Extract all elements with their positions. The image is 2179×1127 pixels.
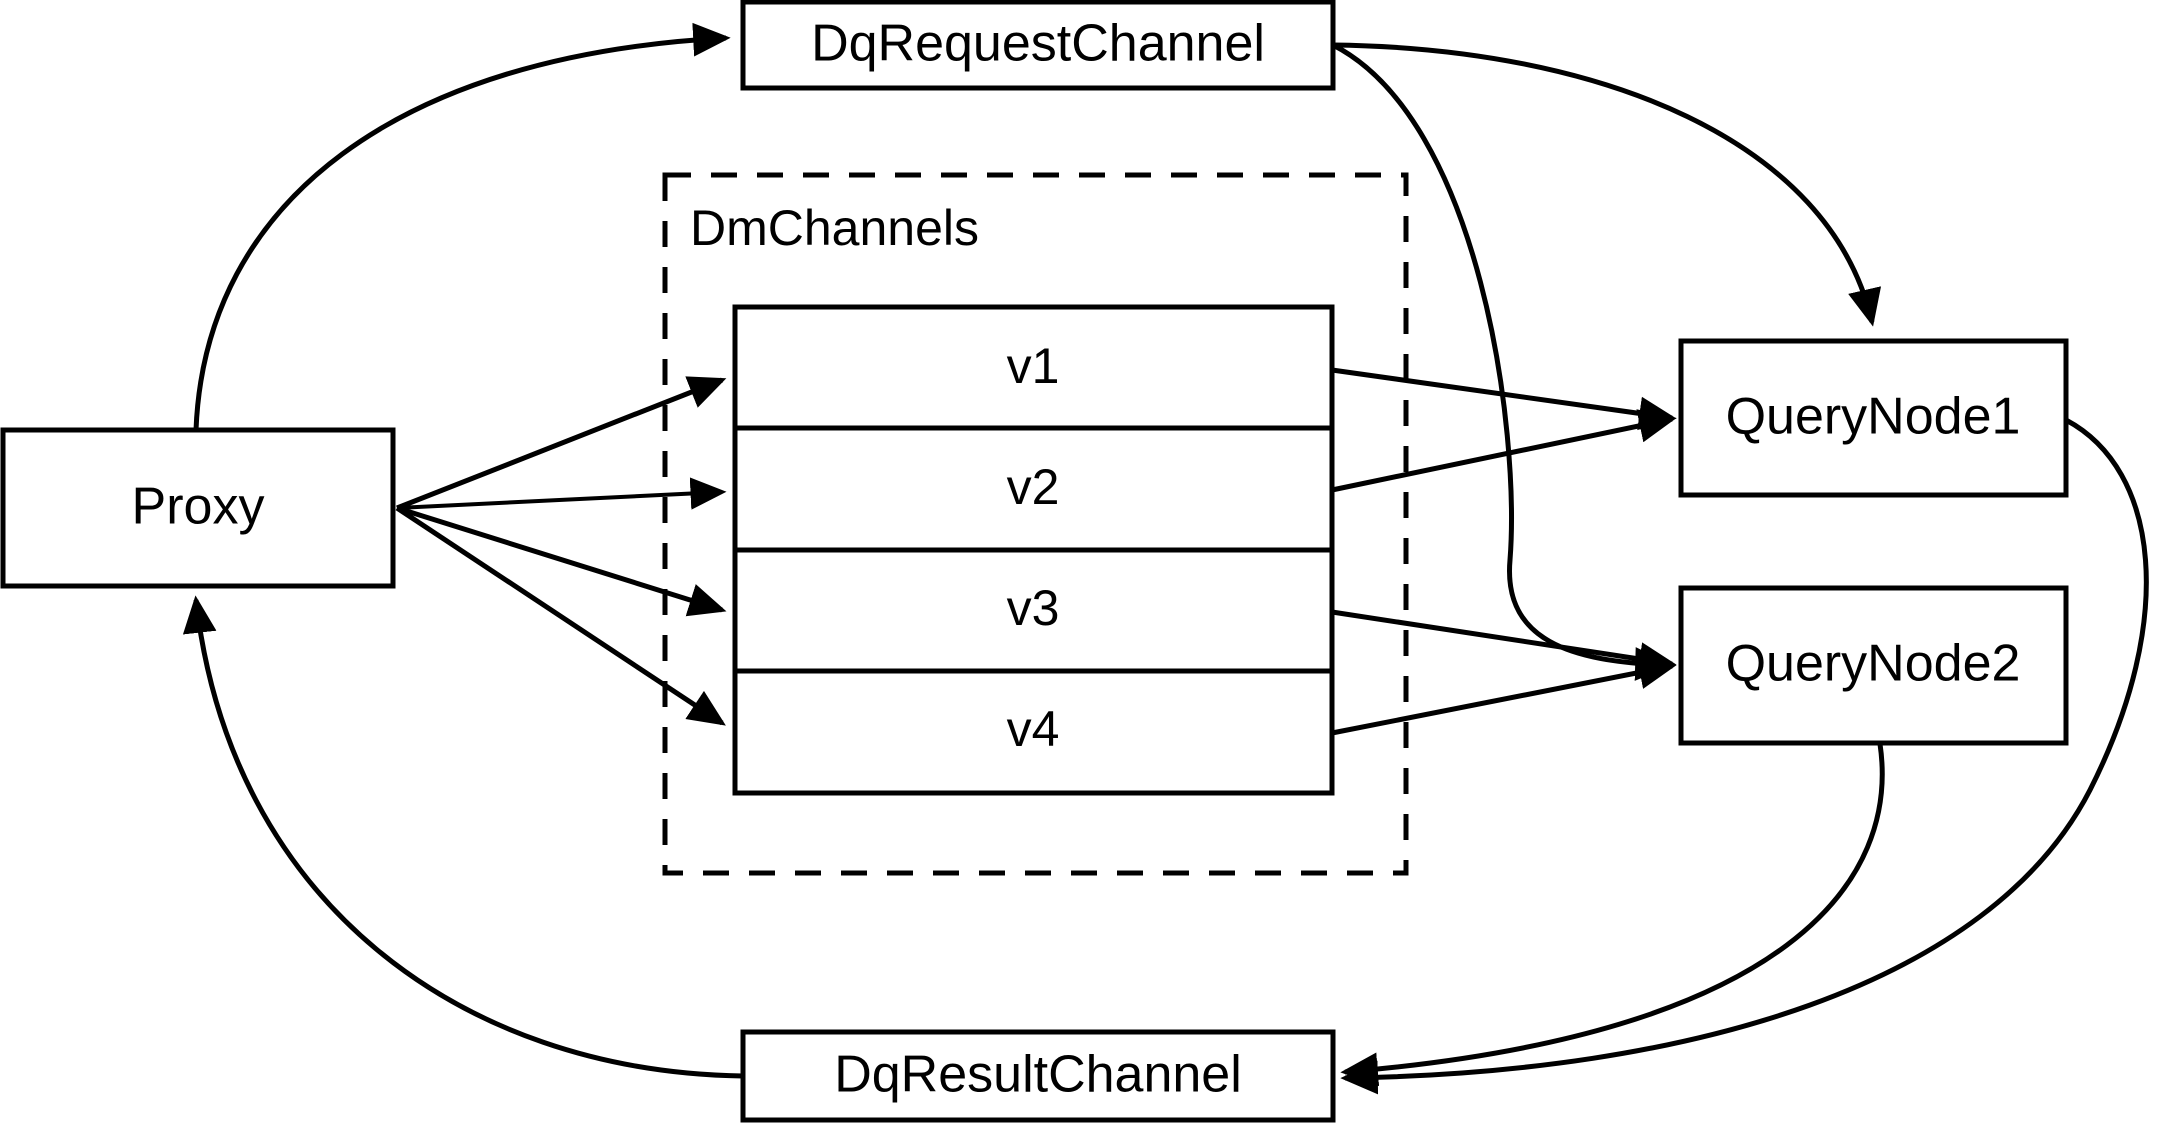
dmchannel-row-v1[interactable]: v1 xyxy=(1007,338,1060,394)
node-querynode1[interactable] xyxy=(1678,338,2069,498)
node-dqresultchannel[interactable] xyxy=(740,1029,1336,1123)
edge-v2-to-querynode1 xyxy=(1331,409,1677,493)
node-querynode2[interactable] xyxy=(1678,585,2069,746)
dmchannel-row-v2[interactable]: v2 xyxy=(1007,459,1060,515)
edge-proxy-to-v3 xyxy=(396,505,727,617)
edge-v1-to-querynode1 xyxy=(1331,367,1677,431)
node-dqresultchannel-label: DqResultChannel xyxy=(834,1046,1242,1104)
edge-dqresultchannel-to-proxy xyxy=(182,595,744,1079)
node-querynode2-label: QueryNode2 xyxy=(1726,635,2021,693)
node-querynode1-label: QueryNode1 xyxy=(1726,388,2021,446)
edge-proxy-to-v4 xyxy=(395,505,726,726)
edge-v3-to-querynode2 xyxy=(1331,609,1677,676)
dmchannel-row-v3[interactable]: v3 xyxy=(1007,580,1060,636)
node-proxy-label: Proxy xyxy=(132,478,265,536)
edge-proxy-to-v1 xyxy=(396,376,727,511)
edge-querynode1-to-dqresultchannel xyxy=(1340,417,2149,1095)
dmchannels-group-box xyxy=(662,172,1409,876)
node-dqrequestchannel[interactable] xyxy=(740,0,1336,91)
node-proxy[interactable] xyxy=(0,427,396,589)
edge-v4-to-querynode2 xyxy=(1331,655,1677,736)
edge-proxy-to-v2 xyxy=(396,477,727,510)
dmchannel-row-v4[interactable]: v4 xyxy=(1007,701,1060,757)
edge-dqrequestchannel-to-querynode1 xyxy=(1332,42,1882,327)
dmchannels-group-label: DmChannels xyxy=(690,200,979,256)
edge-dqrequestchannel-to-querynode2 xyxy=(1331,42,1673,681)
edge-proxy-to-dqrequestchannel xyxy=(193,22,731,431)
node-dqrequestchannel-label: DqRequestChannel xyxy=(811,15,1265,73)
edge-querynode2-to-dqresultchannel xyxy=(1340,743,1885,1087)
